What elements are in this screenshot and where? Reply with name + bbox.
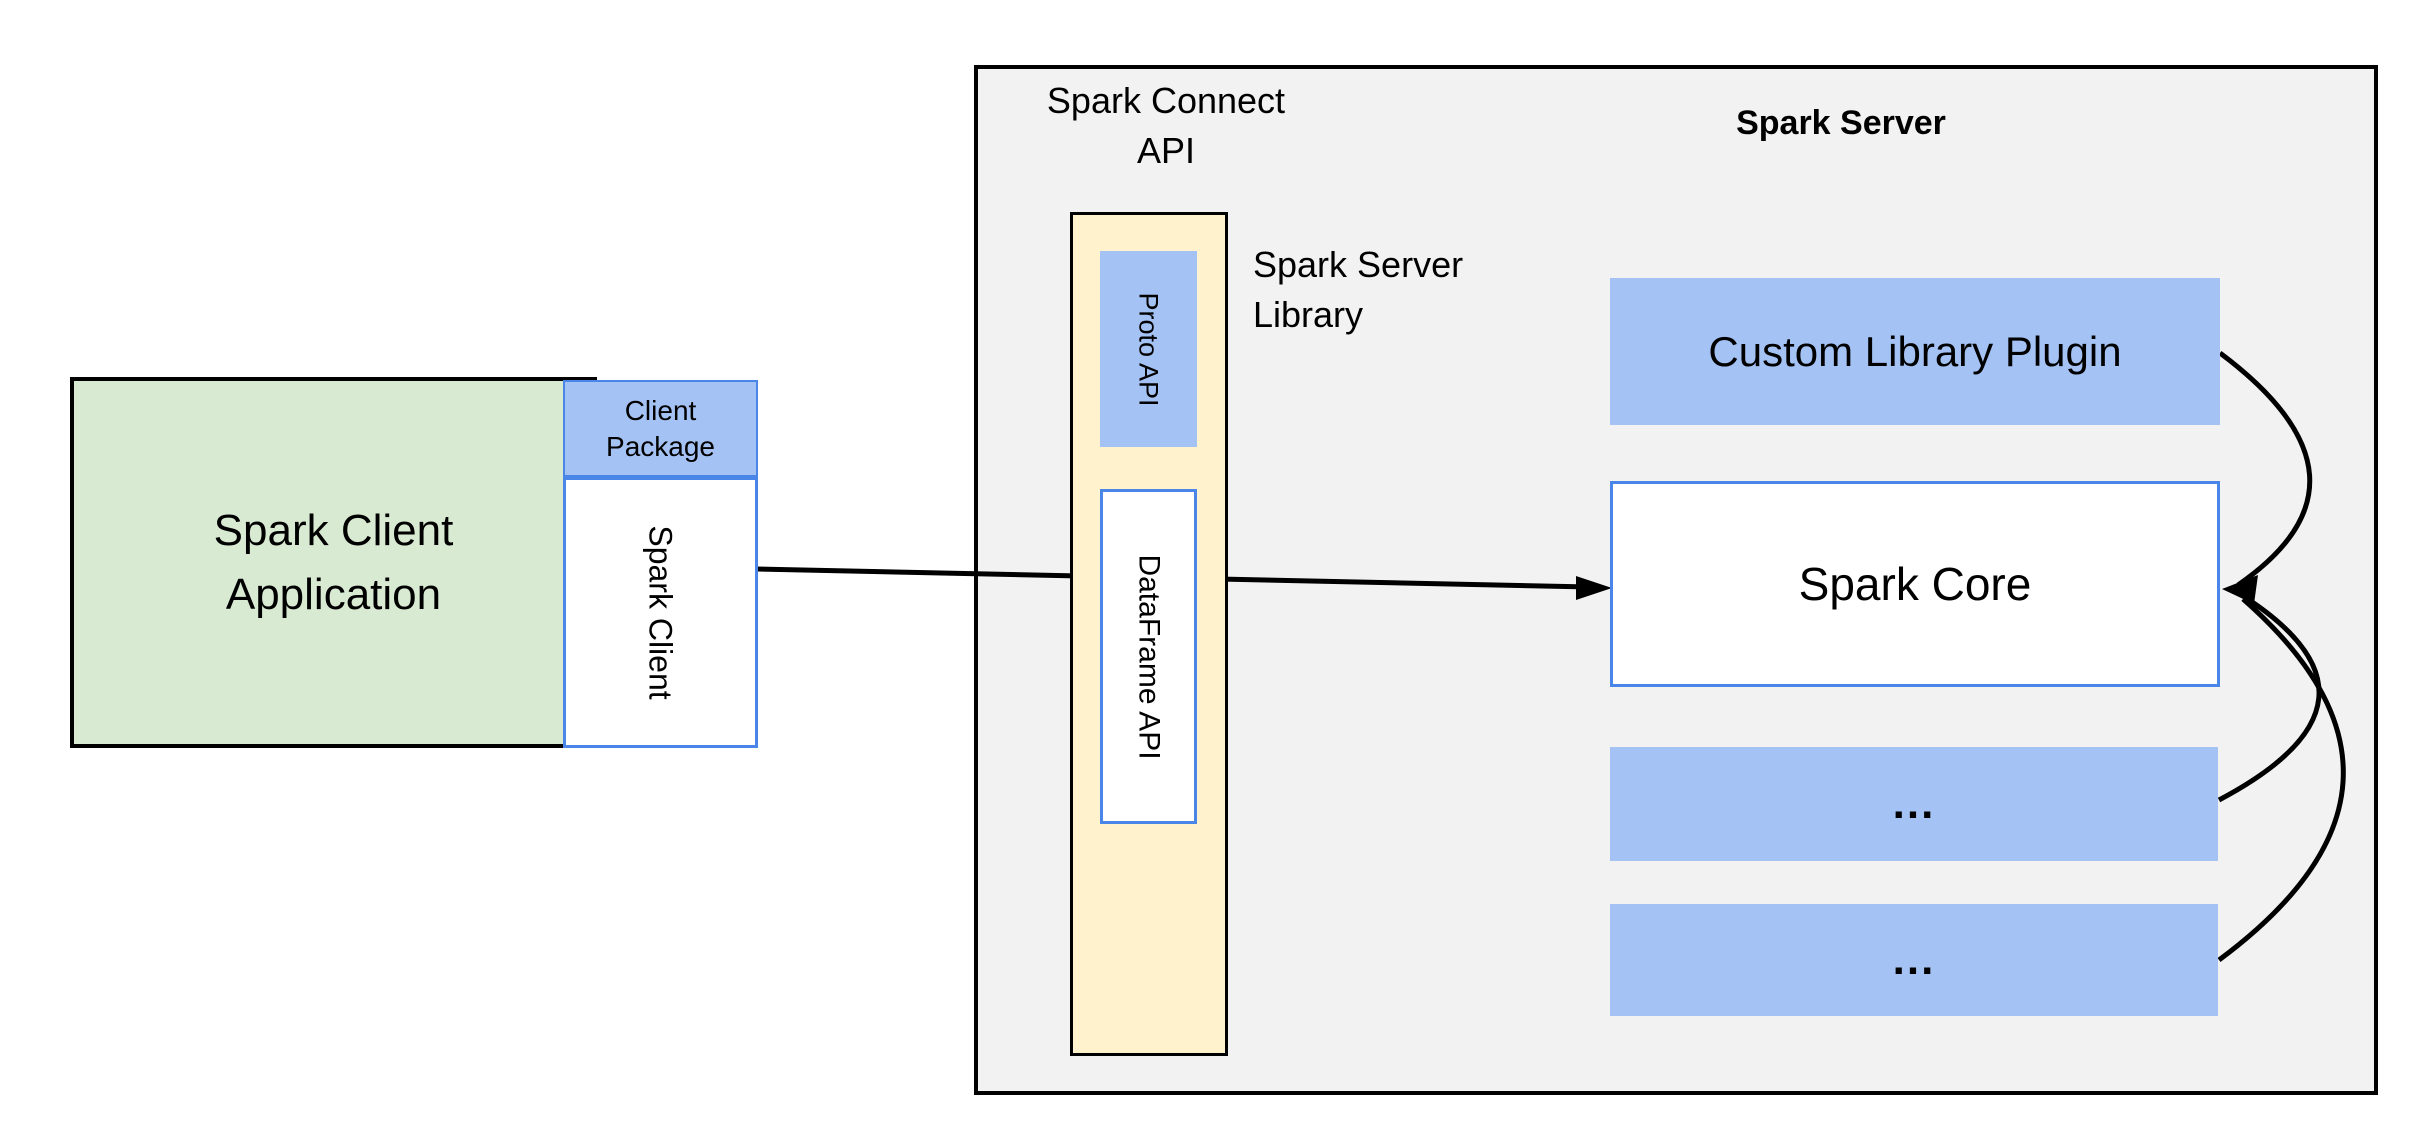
spark-client-application-label-line1: Spark Client — [213, 505, 454, 555]
spark-server-title: Spark Server — [1736, 104, 1946, 142]
spark-client-application-box: Spark Client Application — [70, 377, 597, 748]
dataframe-api-box: DataFrame API — [1100, 489, 1197, 824]
dataframe-api-label: DataFrame API — [1132, 553, 1166, 760]
custom-library-plugin-label: Custom Library Plugin — [1708, 327, 2122, 375]
spark-client-application-label-line2: Application — [225, 569, 442, 619]
spark-connect-api-label: Spark Connect API — [1016, 76, 1316, 176]
spark-connect-api-label-line1: Spark Connect — [1046, 80, 1286, 121]
more-components-box-2: ... — [1610, 904, 2218, 1016]
more-components-box-1: ... — [1610, 747, 2218, 861]
proto-api-box: Proto API — [1100, 251, 1197, 447]
spark-server-library-label-line1: Spark Server — [1253, 244, 1464, 285]
spark-server-library-label-line2: Library — [1253, 294, 1364, 335]
spark-client-label: Spark Client — [642, 525, 679, 700]
spark-connect-api-label-line2: API — [1136, 130, 1196, 171]
client-package-label-line1: Client — [624, 394, 697, 426]
spark-core-label: Spark Core — [1798, 558, 2032, 610]
more-components-label-1: ... — [1892, 779, 1936, 828]
spark-server-library-label: Spark Server Library — [1253, 240, 1593, 340]
client-package-label-line2: Package — [606, 430, 715, 462]
proto-api-label: Proto API — [1134, 291, 1165, 407]
spark-core-box: Spark Core — [1610, 481, 2220, 687]
custom-library-plugin-box: Custom Library Plugin — [1610, 278, 2220, 425]
spark-client-box: Spark Client — [563, 477, 758, 748]
client-package-box: Client Package — [563, 380, 758, 477]
more-components-label-2: ... — [1892, 935, 1936, 984]
